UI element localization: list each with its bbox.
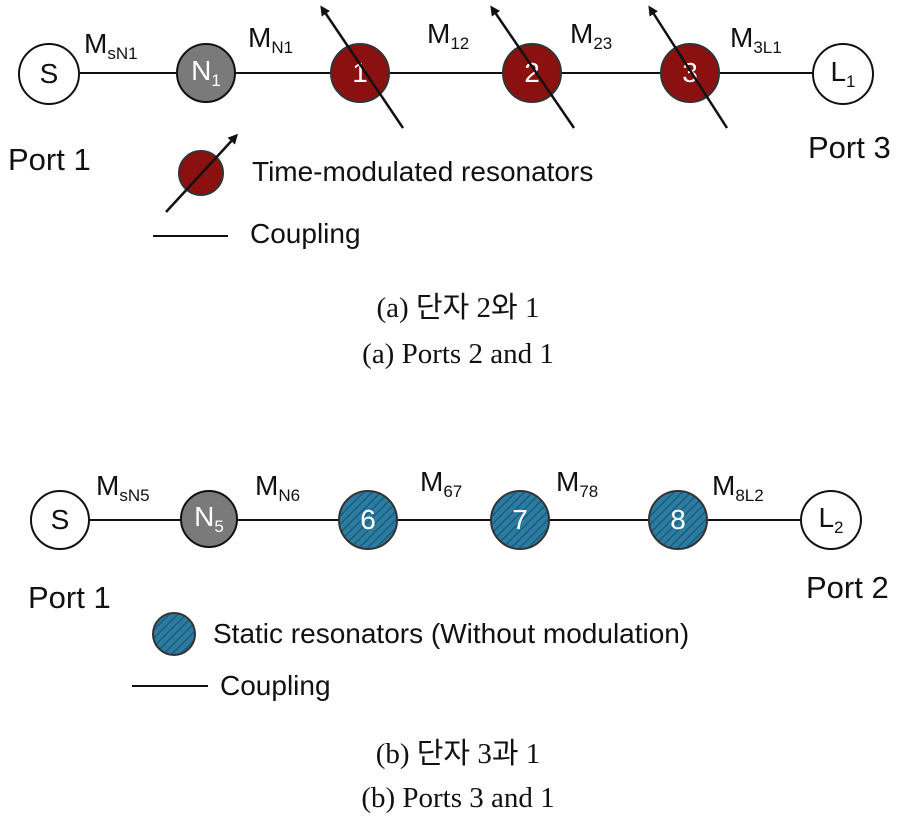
coupling-label-mn1: MN1 xyxy=(248,22,294,57)
source-node: S xyxy=(18,43,80,105)
coupling-label-m3l1: M3L1 xyxy=(730,22,782,57)
load-node-label: L xyxy=(830,56,847,87)
port-right-label: Port 3 xyxy=(808,130,891,165)
port-left-label: Port 1 xyxy=(8,142,91,177)
coupling-line-s-n5 xyxy=(90,519,180,521)
coupling-label-m78: M78 xyxy=(556,466,599,501)
intermediate-node-n5: N5 xyxy=(180,490,238,548)
source-node-label: S xyxy=(39,58,59,89)
caption-b-korean: (b) 단자 3과 1 xyxy=(375,738,541,770)
resonator-1: 1 xyxy=(330,43,390,103)
load-node-b-subscript: 2 xyxy=(834,518,844,537)
legend-static-resonator-icon xyxy=(152,612,196,656)
legend-coupling-line xyxy=(153,235,228,237)
coupling-line-r7-r8 xyxy=(550,519,648,521)
resonator-7: 7 xyxy=(490,490,550,550)
source-node-b-label: S xyxy=(50,504,70,535)
coupling-label-msn5: MsN5 xyxy=(96,470,150,505)
intermediate-node-b-subscript: 5 xyxy=(214,517,224,536)
legend-time-modulated-label: Time-modulated resonators xyxy=(252,156,594,187)
coupling-line-r1-r2 xyxy=(390,72,502,74)
resonator-6: 6 xyxy=(338,490,398,550)
load-node-b-label: L xyxy=(818,502,835,533)
coupling-label-m67: M67 xyxy=(420,466,463,501)
resonator-2-label: 2 xyxy=(524,57,540,88)
caption-a-english: (a) Ports 2 and 1 xyxy=(362,338,554,370)
coupling-line-s-n1 xyxy=(80,72,176,74)
intermediate-node-label: N xyxy=(191,55,212,86)
intermediate-node-b-label: N xyxy=(194,501,215,532)
legend-static-label: Static resonators (Without modulation) xyxy=(213,618,690,649)
resonator-3: 3 xyxy=(660,43,720,103)
resonator-3-label: 3 xyxy=(682,57,698,88)
coupling-label-m23: M23 xyxy=(570,18,613,53)
legend-coupling-label-b: Coupling xyxy=(220,670,331,701)
coupling-label-m8l2: M8L2 xyxy=(712,470,764,505)
resonator-7-label: 7 xyxy=(512,504,528,535)
legend-coupling-label: Coupling xyxy=(250,218,361,249)
coupling-label-msn1: MsN1 xyxy=(84,28,138,63)
source-node-b: S xyxy=(30,490,90,550)
legend-time-modulated-resonator-icon xyxy=(178,150,224,196)
caption-a-korean: (a) 단자 2와 1 xyxy=(376,292,540,324)
coupling-line-n5-r6 xyxy=(238,519,338,521)
load-node-l2: L2 xyxy=(800,490,862,550)
resonator-1-label: 1 xyxy=(352,57,368,88)
intermediate-node-subscript: 1 xyxy=(211,71,221,90)
intermediate-node-n1: N1 xyxy=(176,43,236,103)
coupling-line-n1-r1 xyxy=(236,72,330,74)
resonator-8-label: 8 xyxy=(670,504,686,535)
coupling-label-m12: M12 xyxy=(427,18,470,53)
coupling-label-mn6: MN6 xyxy=(255,470,301,505)
resonator-8: 8 xyxy=(648,490,708,550)
resonator-6-label: 6 xyxy=(360,504,376,535)
port-left-label-b: Port 1 xyxy=(28,580,111,615)
load-node-l1: L1 xyxy=(812,43,874,105)
coupling-line-r6-r7 xyxy=(398,519,490,521)
load-node-subscript: 1 xyxy=(846,72,856,91)
coupling-line-r8-l2 xyxy=(708,519,800,521)
resonator-2: 2 xyxy=(502,43,562,103)
coupling-line-r2-r3 xyxy=(562,72,660,74)
caption-b-english: (b) Ports 3 and 1 xyxy=(361,782,555,814)
coupling-line-r3-l1 xyxy=(720,72,812,74)
port-right-label-b: Port 2 xyxy=(806,570,889,605)
legend-coupling-line-b xyxy=(132,685,208,687)
